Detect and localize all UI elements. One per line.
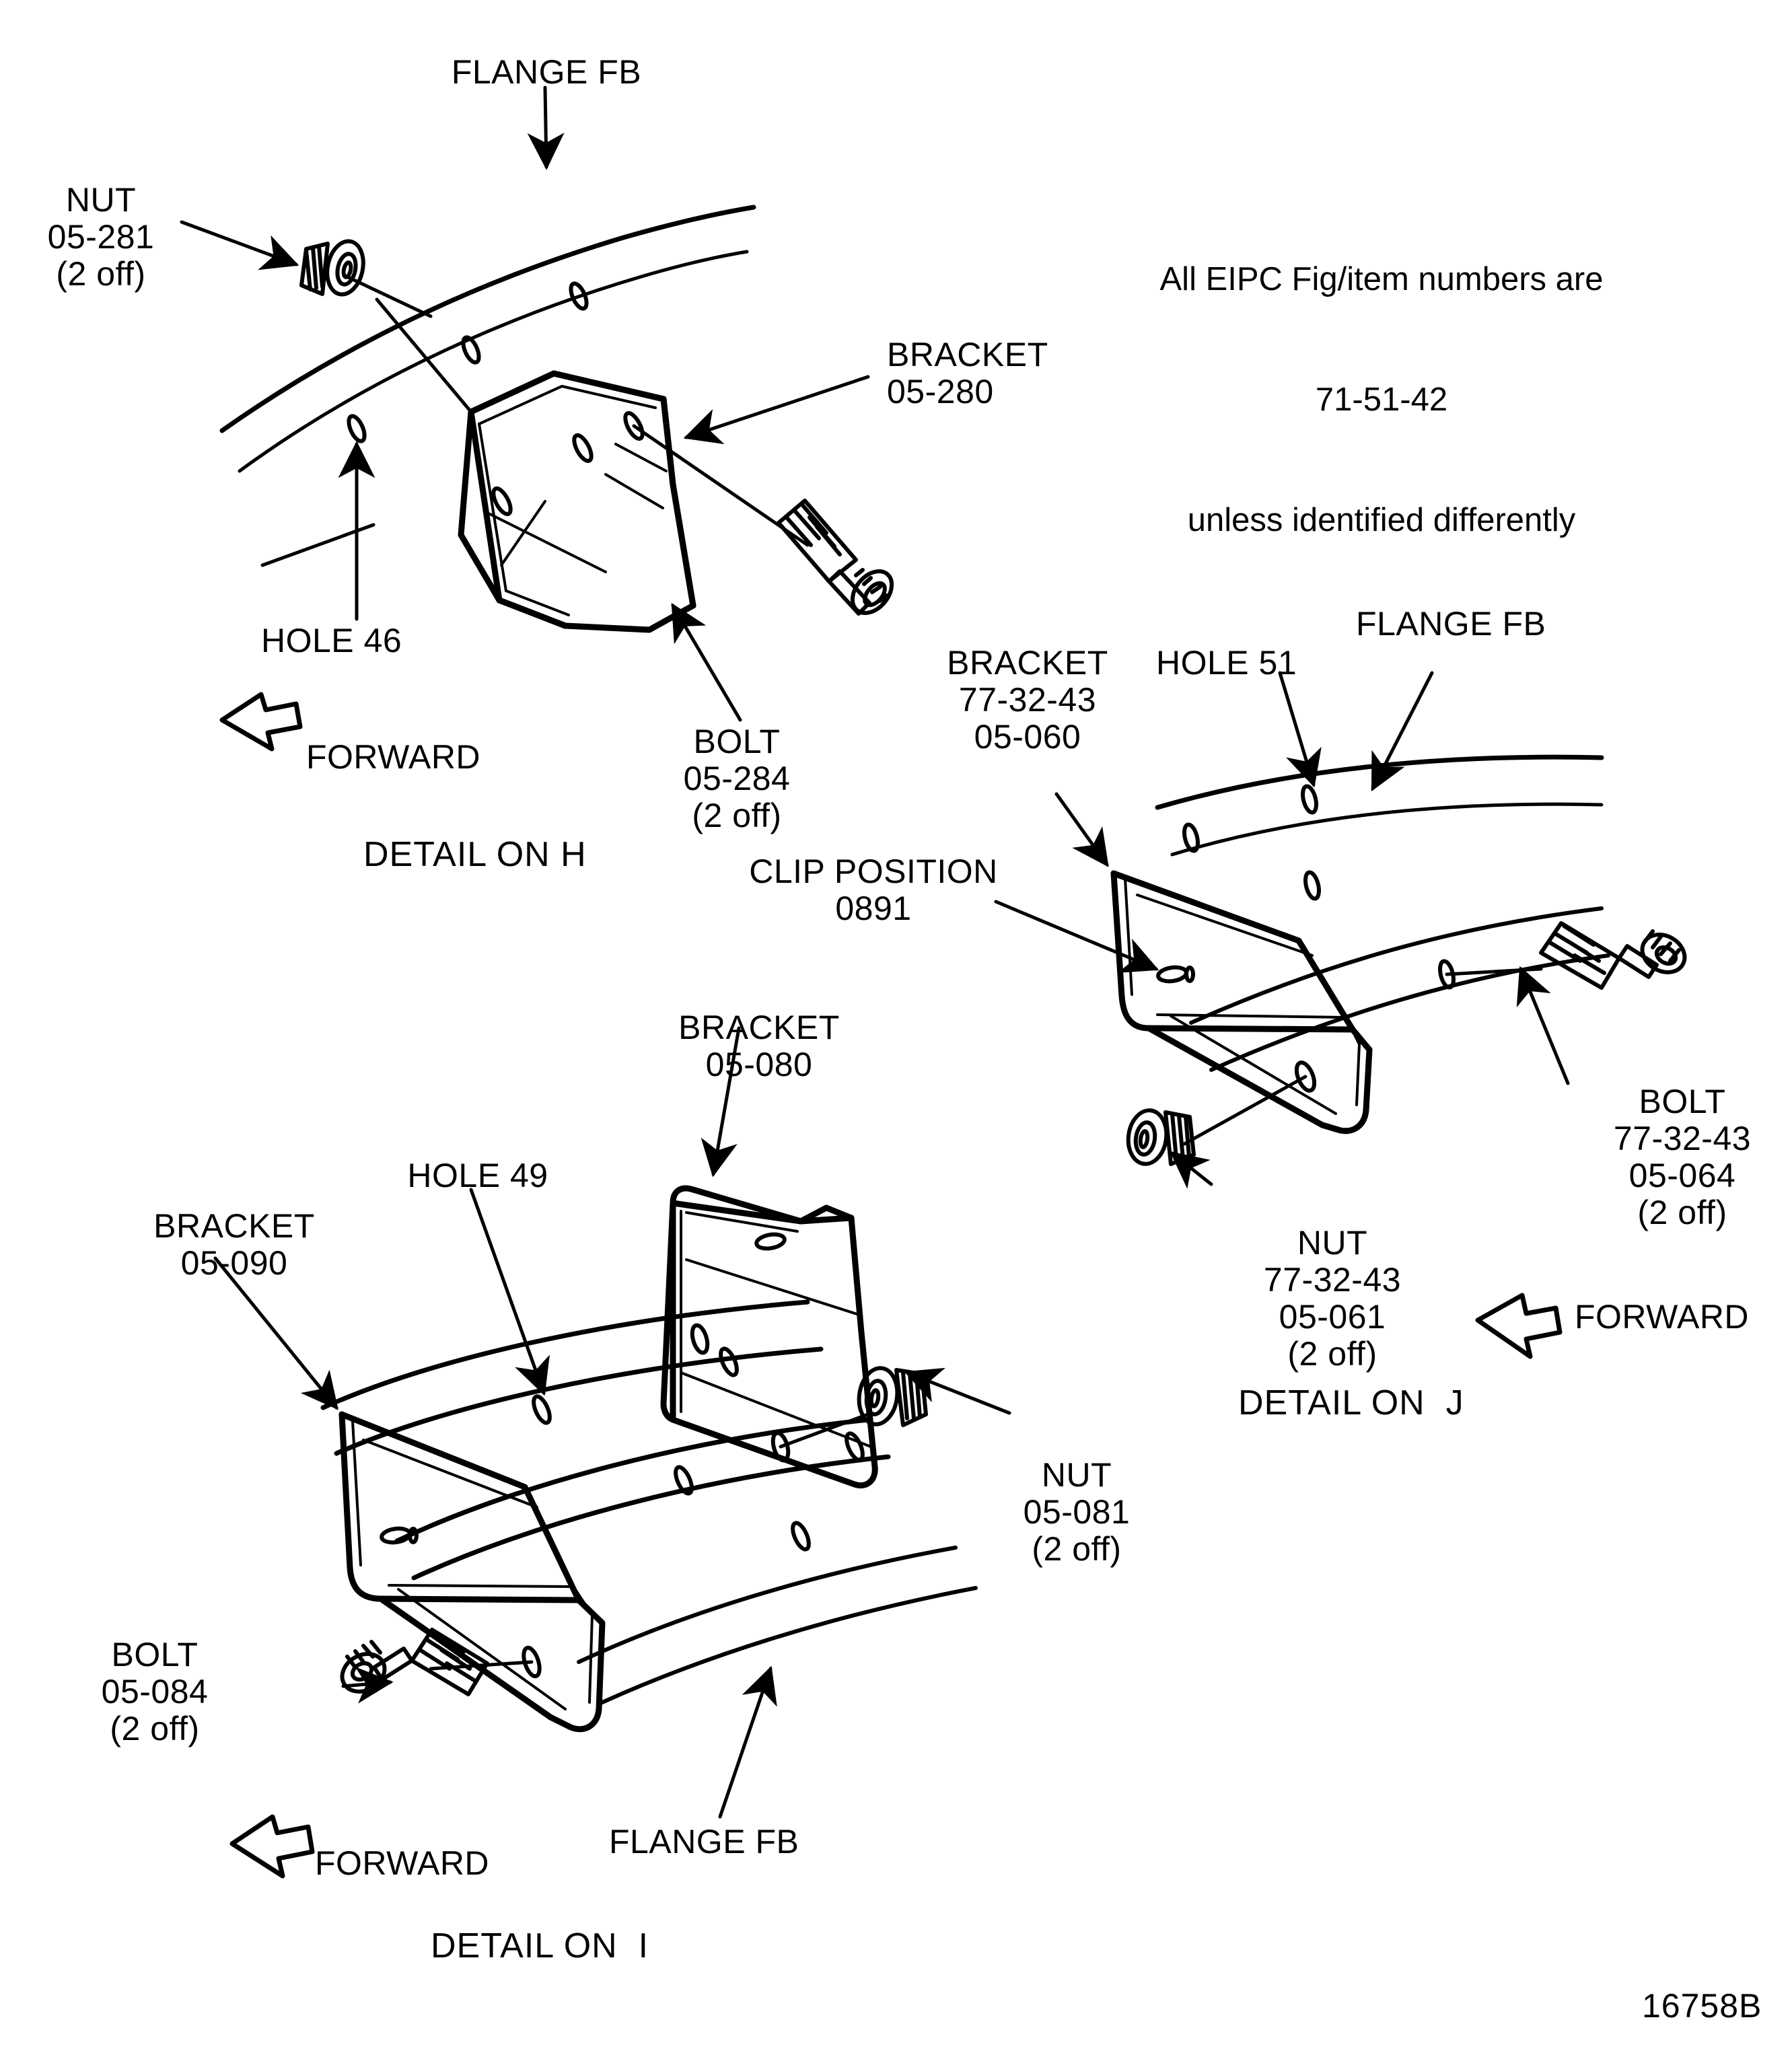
- hole-label-h: HOLE 46: [261, 622, 402, 659]
- flange-fb-panel-j-lower: [1189, 906, 1610, 1072]
- flange-hole-mark-j: [1182, 784, 1456, 990]
- flange-fb-label-j: FLANGE FB: [1356, 605, 1546, 643]
- bracket-05-280-hole: [491, 410, 645, 517]
- nut-05-061: [1126, 1108, 1196, 1166]
- bracket-label-i-upper: BRACKET 05-080: [678, 1009, 840, 1083]
- nut-label-h: NUT 05-281 (2 off): [47, 181, 155, 293]
- hole-label-i: HOLE 49: [407, 1157, 548, 1194]
- bolt-label-h: BOLT 05-284 (2 off): [683, 723, 791, 834]
- flange-hole-mark: [347, 281, 589, 443]
- flange-fb-label-i: FLANGE FB: [609, 1823, 799, 1860]
- leader-line-j: [994, 671, 1570, 1189]
- bracket-label-j: BRACKET 77-32-43 05-060: [947, 644, 1108, 756]
- flange-fb-panel-h-right: [623, 205, 756, 240]
- bracket-05-090-inner: [351, 1420, 594, 1710]
- nut-label-j: NUT 77-32-43 05-061 (2 off): [1263, 1224, 1402, 1373]
- bracket-05-090-hole: [380, 1526, 542, 1679]
- bracket-05-060-inner: [1124, 877, 1361, 1115]
- bolt-label-i: BOLT 05-084 (2 off): [101, 1636, 209, 1747]
- nut-label-i: NUT 05-081 (2 off): [1023, 1456, 1131, 1568]
- bracket-05-090: [338, 1411, 606, 1733]
- bracket-label-i-lower: BRACKET 05-090: [153, 1207, 315, 1282]
- forward-arrow-j: [1475, 1293, 1563, 1359]
- eipc-note-block: All EIPC Fig/item numbers are 71-51-42 u…: [1160, 179, 1604, 621]
- forward-label-j: FORWARD: [1575, 1298, 1750, 1336]
- flange-fb-panel-j-inner: [1170, 802, 1604, 857]
- bracket-05-080-inner: [680, 1210, 872, 1448]
- bracket-05-280: [458, 370, 696, 633]
- flange-fb-panel-i-lower: [577, 1546, 978, 1704]
- forward-arrow-i: [229, 1814, 315, 1879]
- detail-caption-h: DETAIL ON H: [363, 835, 587, 874]
- eipc-note-line-3: unless identified differently: [1187, 502, 1576, 539]
- leader-line: [180, 85, 870, 722]
- flange-fb-panel-h-right-inner: [637, 250, 749, 279]
- figure-number: 16758B: [1642, 1987, 1762, 2025]
- hole-label-j: HOLE 51: [1156, 644, 1297, 682]
- bracket-05-080: [660, 1185, 878, 1488]
- flange-fb-label-h: FLANGE FB: [451, 53, 642, 91]
- flange-fb-panel-i-mid: [394, 1417, 891, 1581]
- eipc-note-line-2: 71-51-42: [1315, 381, 1448, 418]
- flange-fb-panel-j: [1155, 754, 1604, 810]
- detail-caption-j: DETAIL ON J: [1238, 1383, 1464, 1422]
- flange-fb-panel-h: [219, 234, 629, 433]
- forward-arrow-h: [219, 692, 303, 752]
- flange-fb-panel-i: [320, 1299, 824, 1456]
- bracket-05-280-inner-edges: [478, 385, 668, 616]
- bolt-05-284: [777, 499, 894, 616]
- flange-hole-mark-i: [532, 1346, 865, 1552]
- eipc-note-line-1: All EIPC Fig/item numbers are: [1159, 260, 1604, 297]
- detail-caption-i: DETAIL ON I: [431, 1926, 649, 1965]
- bolt-05-064: [1539, 921, 1687, 990]
- forward-label-h: FORWARD: [306, 738, 481, 776]
- forward-label-i: FORWARD: [315, 1844, 490, 1882]
- leader-line-i: [213, 1026, 1011, 1819]
- bracket-label-h: BRACKET 05-280: [887, 336, 1048, 410]
- nut-05-281: [299, 239, 365, 297]
- bolt-label-j: BOLT 77-32-43 05-064 (2 off): [1613, 1083, 1752, 1231]
- clip-position-label-j: CLIP POSITION 0891: [749, 853, 998, 927]
- bolt-05-084: [340, 1628, 489, 1696]
